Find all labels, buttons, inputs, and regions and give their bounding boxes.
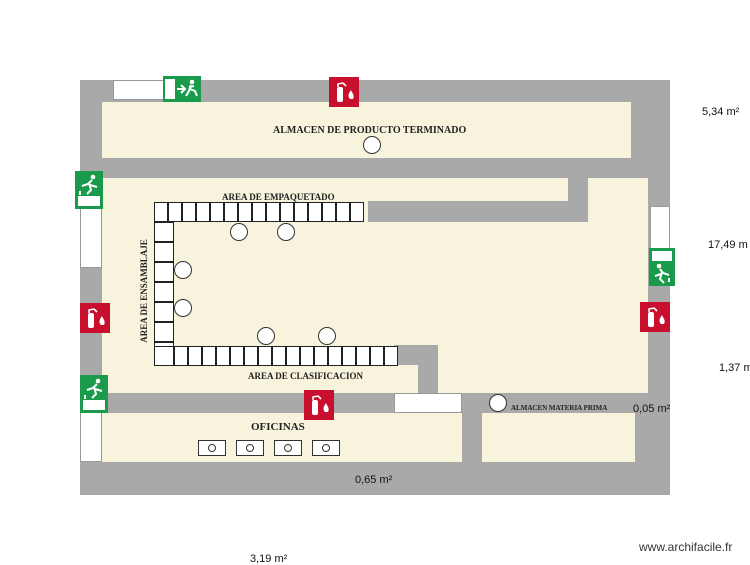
- workstation-cell[interactable]: [286, 346, 300, 366]
- area-measure-1: 5,34 m²: [702, 106, 740, 118]
- emergency-exit-icon: [75, 171, 103, 209]
- wall-materia-prima-right: [635, 393, 648, 462]
- workstation-cell[interactable]: [168, 202, 182, 222]
- area-measure-3: 1,37 m: [719, 362, 750, 374]
- emergency-exit-icon: [649, 248, 675, 286]
- fixture-circle[interactable]: [489, 394, 507, 412]
- wall-oficinas-top: [102, 393, 648, 413]
- wall-empaquetado-top: [368, 201, 588, 222]
- wall-empaquetado-right: [568, 178, 588, 222]
- fire-extinguisher-icon: [304, 390, 334, 420]
- workstation-cell[interactable]: [154, 222, 174, 242]
- emergency-exit-icon: [80, 375, 108, 413]
- workstation-cell[interactable]: [154, 282, 174, 302]
- workstation-cell[interactable]: [342, 346, 356, 366]
- fire-extinguisher-icon: [80, 303, 110, 333]
- workstation-cell[interactable]: [154, 202, 168, 222]
- workstation-cell[interactable]: [174, 346, 188, 366]
- workstation-cell[interactable]: [280, 202, 294, 222]
- wall-oficinas-right: [462, 393, 482, 462]
- fixture-circle[interactable]: [363, 136, 381, 154]
- workstation-cell[interactable]: [314, 346, 328, 366]
- fire-extinguisher-icon: [640, 302, 670, 332]
- door-oficinas[interactable]: [394, 393, 462, 413]
- room-label-empaquetado: AREA DE EMPAQUETADO: [222, 192, 335, 202]
- workstation-cell[interactable]: [266, 202, 280, 222]
- fixture-circle[interactable]: [230, 223, 248, 241]
- room-label-materia-prima: ALMACEN MATERIA PRIMA: [511, 404, 608, 412]
- workstation-cell[interactable]: [154, 302, 174, 322]
- office-desk[interactable]: [198, 440, 226, 456]
- room-label-oficinas: OFICINAS: [251, 421, 305, 433]
- fixture-circle[interactable]: [174, 261, 192, 279]
- door-left-upper[interactable]: [80, 208, 102, 268]
- workstation-cell[interactable]: [154, 322, 174, 342]
- floor-materia-prima: [482, 413, 635, 462]
- workstation-cell[interactable]: [350, 202, 364, 222]
- outer-wall-top: [80, 80, 670, 102]
- workstation-cell[interactable]: [154, 346, 174, 366]
- area-measure-6: 3,19 m²: [250, 553, 288, 565]
- workstation-cell[interactable]: [328, 346, 342, 366]
- wall-terminado-bottom: [102, 158, 648, 178]
- workstation-cell[interactable]: [244, 346, 258, 366]
- workstation-cell[interactable]: [258, 346, 272, 366]
- workstation-cell[interactable]: [322, 202, 336, 222]
- office-desk[interactable]: [274, 440, 302, 456]
- workstation-cell[interactable]: [216, 346, 230, 366]
- workstation-cell[interactable]: [210, 202, 224, 222]
- workstation-cell[interactable]: [196, 202, 210, 222]
- office-desk[interactable]: [312, 440, 340, 456]
- room-label-ensamblaje: AREA DE ENSAMBLAJE: [139, 239, 149, 343]
- fixture-circle[interactable]: [257, 327, 275, 345]
- wall-clasificacion-right: [418, 345, 438, 393]
- workstation-cell[interactable]: [252, 202, 266, 222]
- workstation-cell[interactable]: [238, 202, 252, 222]
- outer-wall-bottom: [80, 462, 670, 495]
- fire-extinguisher-icon: [329, 77, 359, 107]
- door-top-left[interactable]: [113, 80, 165, 100]
- workstation-cell[interactable]: [230, 346, 244, 366]
- workstation-cell[interactable]: [154, 262, 174, 282]
- workstation-cell[interactable]: [294, 202, 308, 222]
- workstation-cell[interactable]: [356, 346, 370, 366]
- workstation-cell[interactable]: [202, 346, 216, 366]
- office-desk[interactable]: [236, 440, 264, 456]
- wall-terminado-right: [631, 102, 648, 158]
- room-label-clasificacion: AREA DE CLASIFICACION: [248, 371, 364, 381]
- fixture-circle[interactable]: [277, 223, 295, 241]
- workstation-cell[interactable]: [154, 242, 174, 262]
- emergency-exit-icon: [163, 76, 201, 102]
- workstation-cell[interactable]: [384, 346, 398, 366]
- watermark-text: www.archifacile.fr: [639, 540, 733, 554]
- workstation-cell[interactable]: [272, 346, 286, 366]
- area-measure-4: 0,05 m²: [633, 403, 671, 415]
- room-label-terminado: ALMACEN DE PRODUCTO TERMINADO: [273, 125, 467, 136]
- workstation-cell[interactable]: [336, 202, 350, 222]
- area-measure-2: 17,49 m: [708, 239, 748, 251]
- workstation-cell[interactable]: [308, 202, 322, 222]
- workstation-cell[interactable]: [224, 202, 238, 222]
- outer-wall-right: [648, 80, 670, 495]
- fixture-circle[interactable]: [174, 299, 192, 317]
- workstation-cell[interactable]: [182, 202, 196, 222]
- fixture-circle[interactable]: [318, 327, 336, 345]
- workstation-cell[interactable]: [188, 346, 202, 366]
- area-measure-5: 0,65 m²: [355, 474, 393, 486]
- workstation-cell[interactable]: [300, 346, 314, 366]
- workstation-cell[interactable]: [370, 346, 384, 366]
